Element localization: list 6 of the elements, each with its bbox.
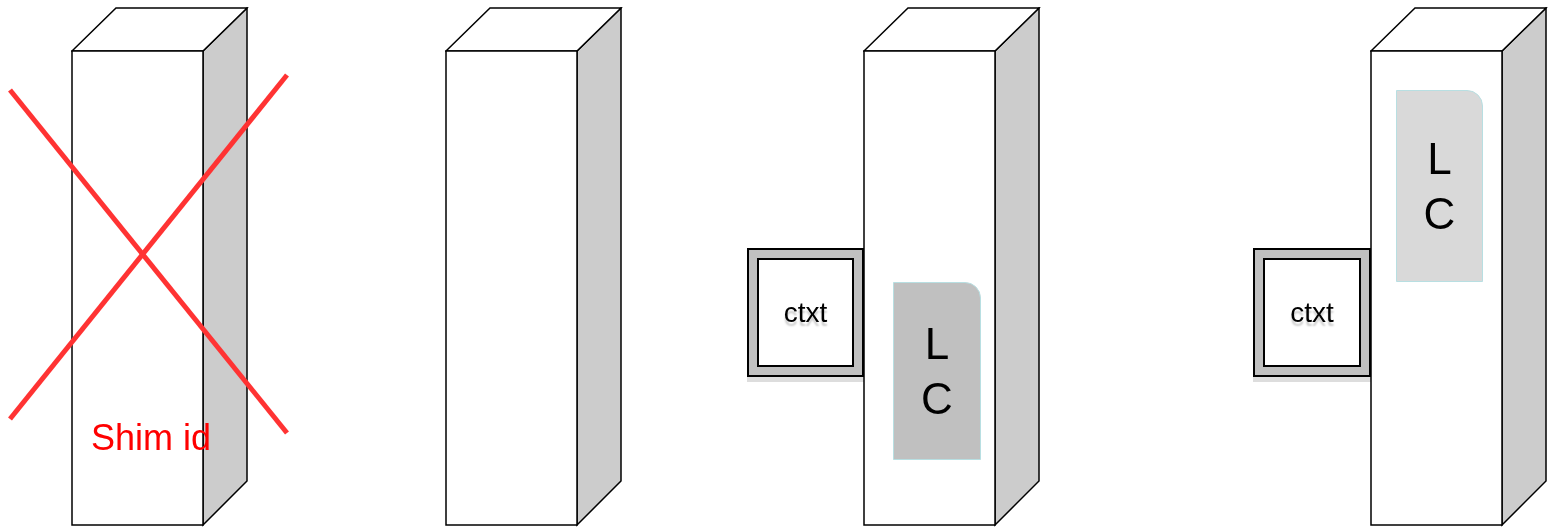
box-label: ctxt <box>783 296 828 329</box>
box-label: L C <box>1423 133 1456 240</box>
box-label: L C <box>921 318 953 425</box>
box-label: ctxt <box>1290 296 1334 329</box>
tab-panel <box>893 282 981 460</box>
tab-panel <box>1396 90 1483 282</box>
